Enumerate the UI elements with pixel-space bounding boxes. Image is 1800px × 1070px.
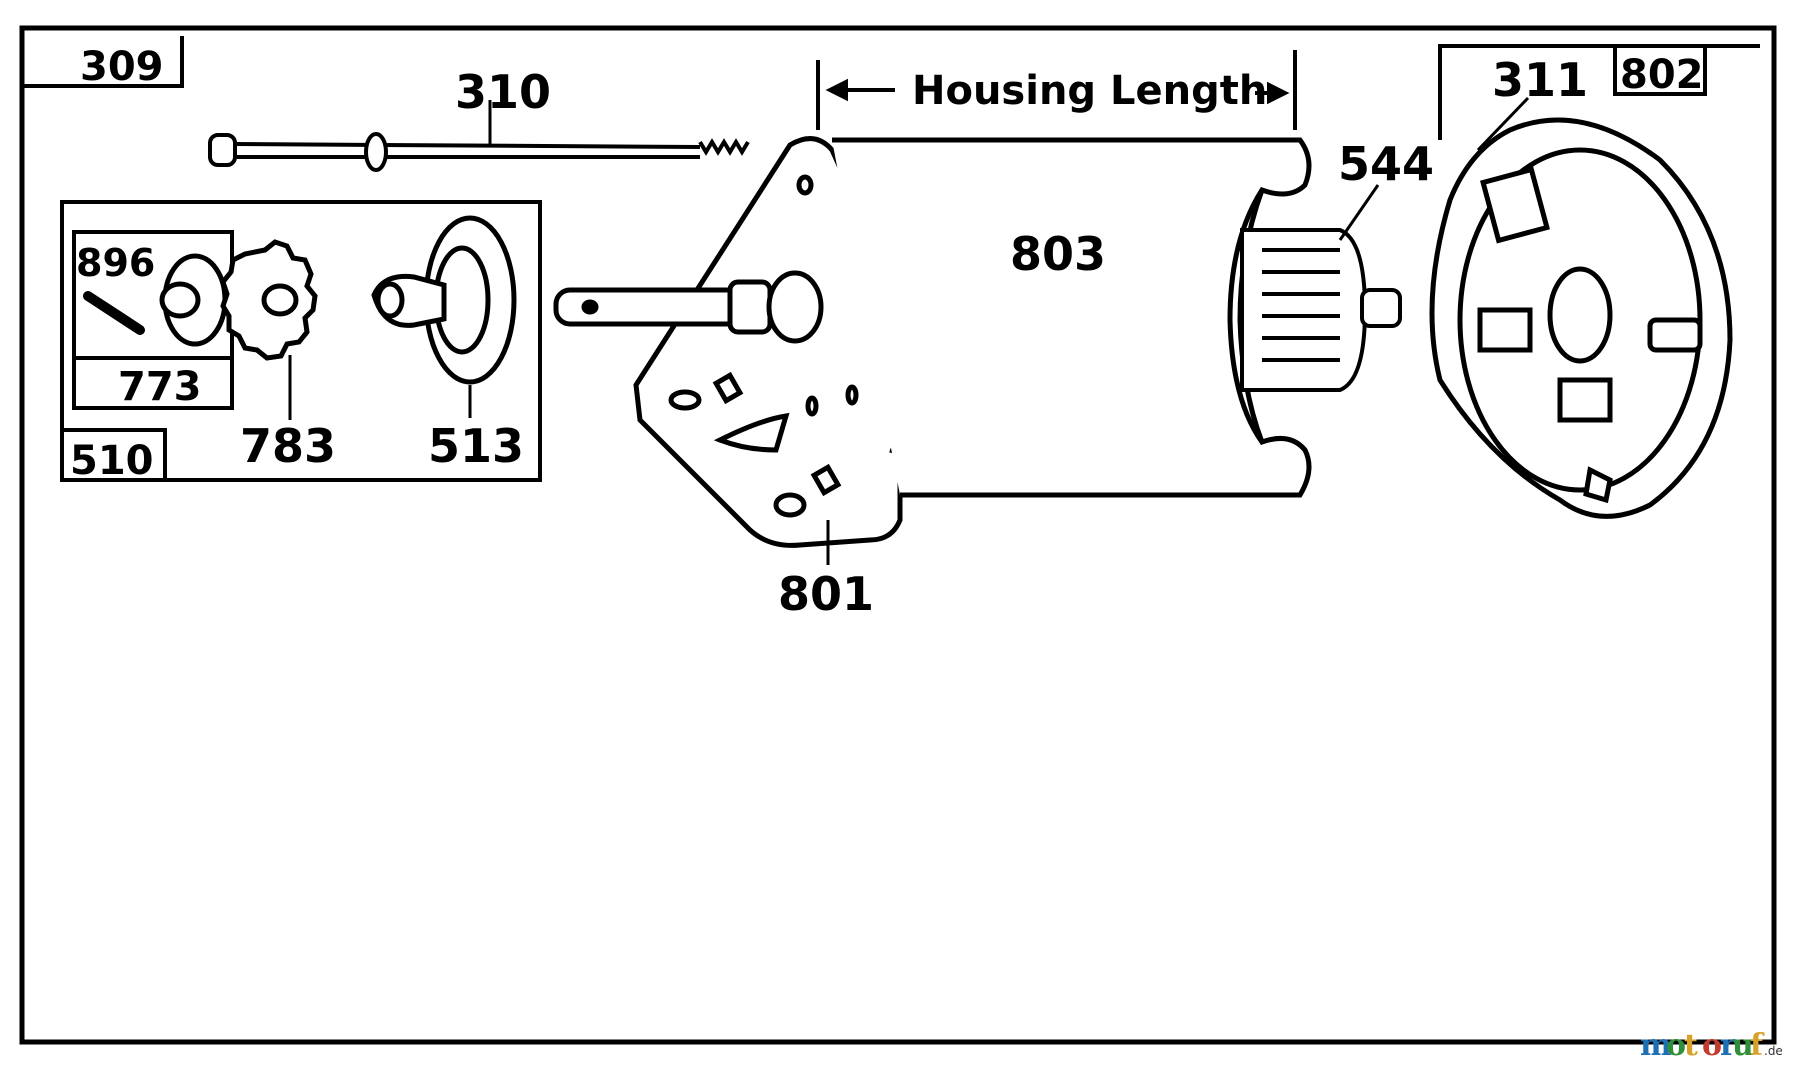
part-label-311: 311 xyxy=(1492,53,1588,107)
label-box-309 xyxy=(22,36,184,88)
armature-544 xyxy=(1240,228,1402,392)
part-label-802: 802 xyxy=(1620,52,1704,98)
part-label-773: 773 xyxy=(118,364,202,410)
housing-length-label: Housing Length xyxy=(912,68,1267,114)
brush-end-cap-802 xyxy=(1429,117,1733,519)
part-label-309: 309 xyxy=(80,44,164,90)
pin-896 xyxy=(83,291,145,335)
watermark-letter: t xyxy=(1684,1028,1698,1063)
collar-773 xyxy=(159,253,228,347)
part-label-783: 783 xyxy=(240,419,336,473)
kit-box-510 xyxy=(60,200,542,482)
part-label-544: 544 xyxy=(1338,137,1434,191)
pinion-gear-783 xyxy=(220,239,318,361)
part-label-803: 803 xyxy=(1010,227,1106,281)
diagram-frame xyxy=(19,25,1777,1045)
watermark-letter: u xyxy=(1732,1028,1754,1063)
part-label-896: 896 xyxy=(76,241,155,285)
part-label-801: 801 xyxy=(778,567,874,621)
watermark-letter: o xyxy=(1666,1028,1686,1063)
armature-shaft xyxy=(553,270,824,344)
part-label-310: 310 xyxy=(455,65,551,119)
through-bolt-310 xyxy=(208,132,750,172)
watermark-letter: o xyxy=(1702,1028,1722,1063)
watermark-letter: m xyxy=(1640,1028,1672,1063)
clutch-513 xyxy=(371,215,517,385)
watermark-suffix: .de xyxy=(1764,1044,1783,1058)
watermark-letter: f xyxy=(1750,1028,1765,1063)
housing-length-dimension xyxy=(816,50,1297,130)
part-label-513: 513 xyxy=(428,419,524,473)
part-label-510: 510 xyxy=(70,438,154,484)
watermark-letter: r xyxy=(1720,1028,1737,1063)
